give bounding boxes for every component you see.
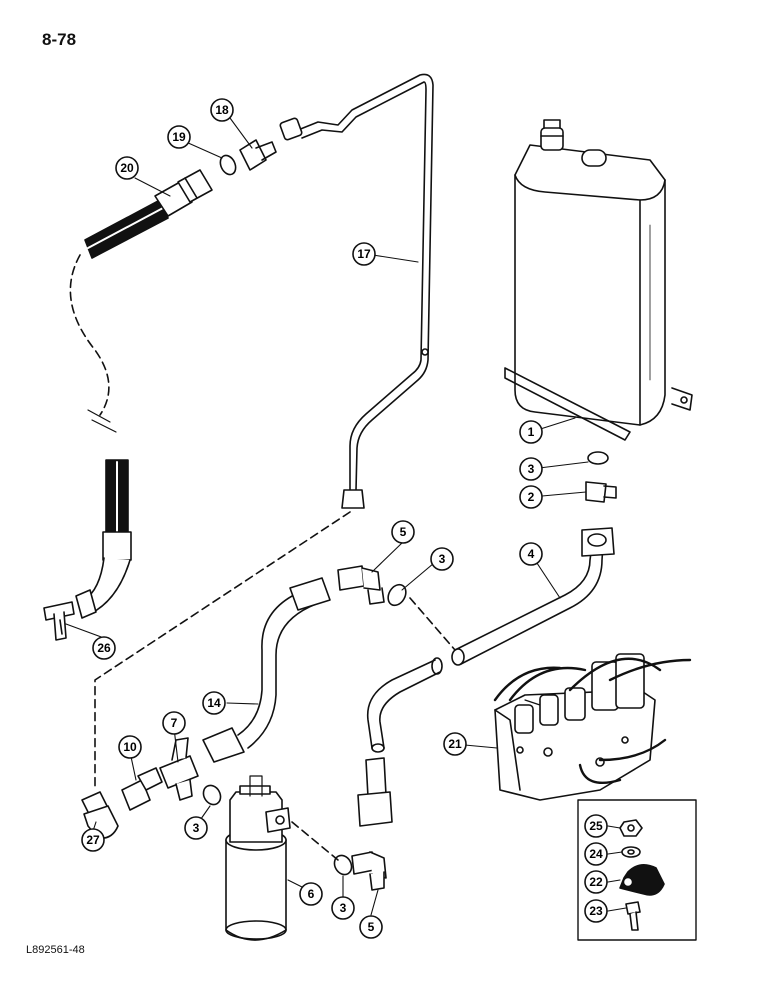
- callout-19: 19: [167, 125, 191, 149]
- callout-3: 3: [519, 457, 543, 481]
- tube-14-nut-top: [289, 577, 331, 611]
- elbow-5-upper: [337, 565, 385, 605]
- callout-label: 5: [368, 920, 375, 934]
- tee-7: [159, 737, 199, 801]
- hose-20: [84, 169, 213, 259]
- callout-label: 23: [589, 904, 603, 918]
- fitting-2: [585, 481, 617, 503]
- callout-label: 27: [86, 833, 100, 847]
- callout-24: 24: [584, 842, 608, 866]
- callout-label: 3: [193, 821, 200, 835]
- return-tube: [366, 659, 441, 749]
- callout-label: 7: [171, 716, 178, 730]
- fitting-18: [239, 139, 277, 171]
- washer-19: [219, 154, 237, 176]
- tube-14: [237, 591, 317, 749]
- callout-3: 3: [430, 547, 454, 571]
- callout-20: 20: [115, 156, 139, 180]
- elbow-5-lower: [351, 851, 387, 891]
- tee-26: [43, 601, 75, 641]
- clamp-22: [619, 864, 665, 896]
- hose-20-lower: [75, 459, 132, 619]
- callout-label: 4: [528, 547, 535, 561]
- callout-label: 3: [528, 462, 535, 476]
- callout-label: 3: [439, 552, 446, 566]
- callout-label: 14: [207, 696, 221, 710]
- callout-label: 24: [589, 847, 603, 861]
- callout-10: 10: [118, 735, 142, 759]
- callout-3: 3: [331, 896, 355, 920]
- callout-2: 2: [519, 485, 543, 509]
- o-ring-3-tank: [587, 451, 609, 465]
- callout-18: 18: [210, 98, 234, 122]
- adapter-10: [121, 767, 163, 811]
- callout-17: 17: [352, 242, 376, 266]
- callout-label: 18: [215, 103, 229, 117]
- callout-25: 25: [584, 814, 608, 838]
- o-ring-3-filter: [202, 784, 222, 806]
- callout-label: 5: [400, 525, 407, 539]
- callout-label: 25: [589, 819, 603, 833]
- callout-label: 22: [589, 875, 603, 889]
- callout-3: 3: [184, 816, 208, 840]
- valve-block-21: [493, 653, 692, 801]
- callout-14: 14: [202, 691, 226, 715]
- callout-5: 5: [359, 915, 383, 939]
- washer-24: [621, 846, 641, 858]
- callout-label: 3: [340, 901, 347, 915]
- tube-4: [454, 544, 604, 665]
- callout-22: 22: [584, 870, 608, 894]
- callout-label: 21: [448, 737, 462, 751]
- bolt-23: [625, 901, 641, 931]
- callout-1: 1: [519, 420, 543, 444]
- callout-23: 23: [584, 899, 608, 923]
- callout-7: 7: [162, 711, 186, 735]
- callout-21: 21: [443, 732, 467, 756]
- hose-20-route: [69, 254, 110, 416]
- tube-17: [297, 73, 434, 491]
- reservoir-tank: [504, 119, 693, 441]
- callout-5: 5: [391, 520, 415, 544]
- o-ring-3-upper: [387, 583, 407, 607]
- callout-27: 27: [81, 828, 105, 852]
- callout-label: 19: [172, 130, 186, 144]
- callout-label: 1: [528, 425, 535, 439]
- figure-code: L892561-48: [26, 944, 85, 956]
- tube-4-nut: [581, 527, 615, 557]
- page-number: 8-78: [42, 30, 77, 49]
- tube-14-nut-bottom: [202, 727, 245, 763]
- callout-6: 6: [299, 882, 323, 906]
- dashed-route-17-27: [94, 511, 351, 791]
- tube-17-nut-bottom: [341, 489, 365, 509]
- callout-label: 6: [308, 887, 315, 901]
- nut-25: [619, 819, 643, 837]
- callout-label: 20: [120, 161, 134, 175]
- callout-26: 26: [92, 636, 116, 660]
- callout-4: 4: [519, 542, 543, 566]
- callout-label: 10: [123, 740, 137, 754]
- callout-label: 2: [528, 490, 535, 504]
- callout-label: 26: [97, 641, 111, 655]
- o-ring-3-lower: [333, 854, 353, 876]
- hardware-box: [577, 799, 697, 941]
- filter-6: [225, 775, 291, 941]
- tube-17-nut-top: [279, 117, 303, 141]
- callout-label: 17: [357, 247, 371, 261]
